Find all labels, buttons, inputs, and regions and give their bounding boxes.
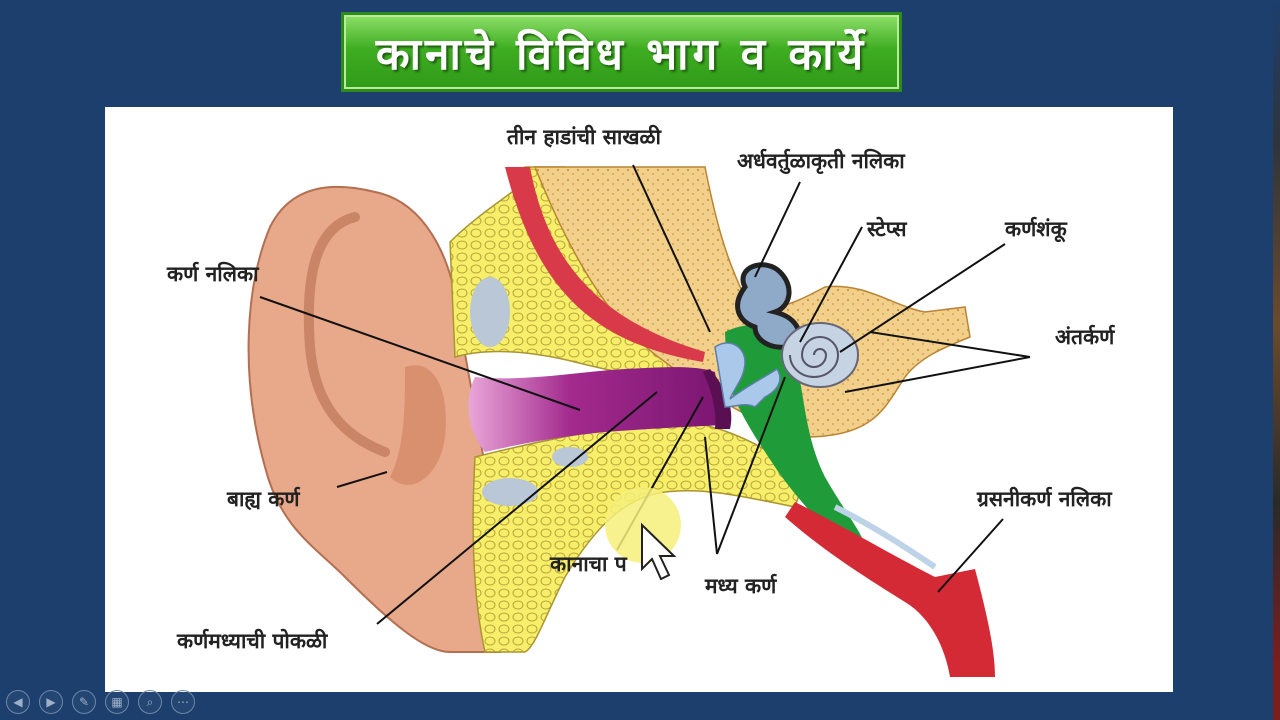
label-inner-ear: अंतर्कर्ण: [1055, 323, 1114, 351]
zoom-button[interactable]: ⌕: [138, 690, 162, 714]
right-edge-strip: [1273, 0, 1280, 720]
more-options-button[interactable]: ⋯: [171, 690, 195, 714]
label-stapes: स्टेप्स: [867, 215, 907, 243]
eustachian-tube-shape: [785, 502, 995, 677]
magnifier-icon: ⌕: [147, 695, 154, 710]
label-middle-ear: मध्य कर्ण: [705, 572, 776, 600]
label-semicircular-canals: अर्धवर्तुळाकृती नलिका: [737, 147, 905, 175]
slide-title-banner: कानाचे विविध भाग व कार्ये: [341, 12, 902, 92]
chevron-left-icon: ◀: [13, 695, 22, 709]
label-ear-canal: कर्ण नलिका: [167, 260, 259, 288]
ear-illustration: [105, 107, 1173, 692]
air-cell-2: [482, 478, 538, 506]
slides-grid-icon: ▦: [111, 695, 122, 709]
previous-slide-button[interactable]: ◀: [6, 690, 30, 714]
see-all-slides-button[interactable]: ▦: [105, 690, 129, 714]
label-cochlea: कर्णशंकू: [1005, 215, 1067, 243]
label-eustachian-tube: ग्रसनीकर्ण नलिका: [977, 485, 1112, 513]
air-cell-1: [470, 277, 510, 347]
pen-icon: ✎: [79, 695, 89, 709]
slideshow-controls: ◀ ▶ ✎ ▦ ⌕ ⋯: [6, 690, 195, 716]
next-slide-button[interactable]: ▶: [39, 690, 63, 714]
label-outer-ear: बाह्य कर्ण: [227, 485, 300, 513]
chevron-right-icon: ▶: [46, 695, 55, 709]
more-icon: ⋯: [177, 695, 189, 709]
ear-diagram: तीन हाडांची साखळी अर्धवर्तुळाकृती नलिका …: [105, 107, 1173, 692]
slide-title: कानाचे विविध भाग व कार्ये: [376, 22, 867, 82]
pen-tool-button[interactable]: ✎: [72, 690, 96, 714]
cochlea-shape: [782, 323, 858, 387]
label-eardrum: कानाचा प: [550, 550, 627, 578]
label-ossicles: तीन हाडांची साखळी: [507, 123, 661, 151]
label-middle-ear-cavity: कर्णमध्याची पोकळी: [177, 627, 327, 655]
